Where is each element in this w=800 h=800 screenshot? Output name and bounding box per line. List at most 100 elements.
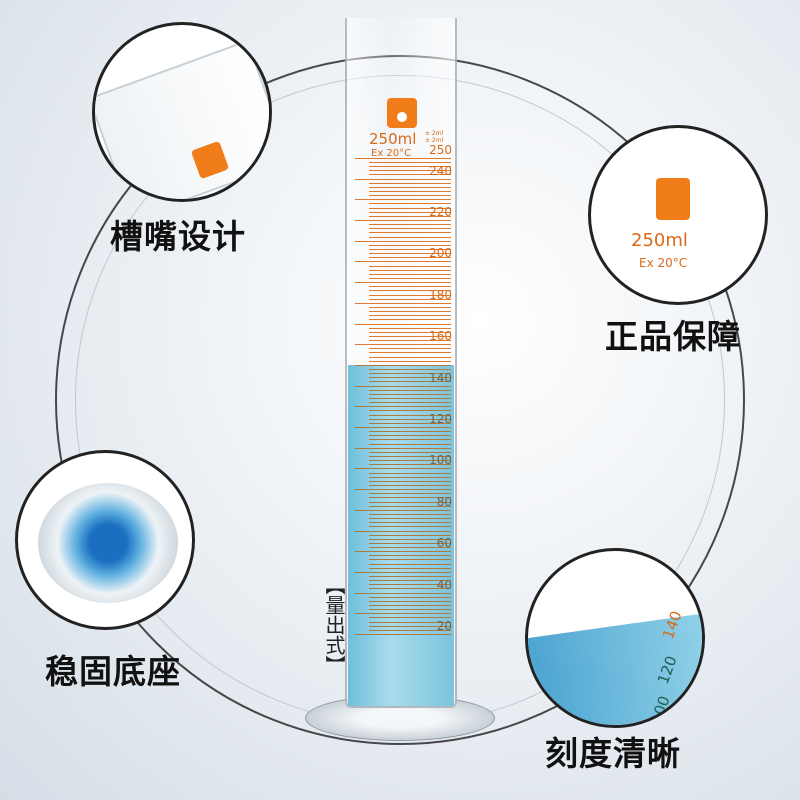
scale-tick bbox=[369, 580, 451, 582]
scale-tick bbox=[355, 447, 451, 449]
scale-tick bbox=[369, 584, 451, 586]
scale-tick bbox=[369, 547, 451, 549]
scale-number: 250 bbox=[429, 142, 452, 157]
scale-tick bbox=[369, 381, 451, 383]
scale-tick bbox=[355, 220, 451, 221]
scale-tick bbox=[369, 166, 451, 168]
scale-tick bbox=[369, 286, 451, 288]
scale-tick bbox=[355, 592, 451, 594]
scale-tick bbox=[369, 542, 451, 544]
scale-tick bbox=[355, 634, 451, 635]
scale-tick bbox=[369, 567, 451, 569]
scale-tick bbox=[369, 348, 451, 350]
scale-tick bbox=[369, 162, 451, 164]
scale-tick bbox=[369, 410, 451, 412]
scale-tick bbox=[369, 294, 451, 296]
scale-tick bbox=[369, 253, 451, 255]
scale-tick bbox=[369, 211, 451, 213]
scale-tick bbox=[369, 460, 451, 462]
scale-tick bbox=[369, 443, 451, 445]
scale-tick bbox=[369, 414, 451, 416]
scale-tick bbox=[369, 174, 451, 176]
inset-base bbox=[15, 450, 195, 630]
scale-tick bbox=[369, 559, 451, 561]
scale-tick bbox=[369, 203, 451, 205]
scale-tick bbox=[369, 186, 451, 188]
scale-tick bbox=[369, 191, 451, 193]
scale-tick bbox=[355, 468, 451, 470]
inset-brand: 250ml Ex 20°C bbox=[588, 125, 768, 305]
tolerance-bottom: ± 2ml bbox=[425, 137, 444, 144]
scale-tick bbox=[355, 323, 451, 325]
scale-tick bbox=[369, 576, 451, 578]
feature-label-base: 稳固底座 bbox=[45, 652, 181, 691]
scale-tick bbox=[369, 621, 451, 623]
scale-tick bbox=[369, 311, 451, 313]
scale-number: 20 bbox=[436, 619, 452, 633]
feature-label-scale: 刻度清晰 bbox=[545, 734, 681, 773]
scale-tick bbox=[369, 331, 451, 333]
scale-tick bbox=[355, 571, 451, 573]
tolerance-top: ± 2ml bbox=[425, 130, 444, 137]
scale-tick bbox=[369, 451, 451, 453]
scale-tick bbox=[369, 265, 451, 267]
scale-tick bbox=[369, 335, 451, 337]
scale-tick bbox=[369, 360, 451, 362]
scale-tick bbox=[369, 501, 451, 503]
scale-tick bbox=[369, 605, 451, 607]
scale-tick bbox=[355, 364, 451, 366]
scale-tick bbox=[369, 455, 451, 457]
scale-tick bbox=[369, 522, 451, 524]
scale-tick bbox=[369, 435, 451, 437]
scale-tick bbox=[369, 439, 451, 441]
scale-tick bbox=[369, 369, 451, 371]
scale-number: 120 bbox=[429, 412, 452, 426]
scale-tick bbox=[369, 526, 451, 528]
scale-number: 40 bbox=[436, 577, 452, 592]
scale-tick bbox=[369, 215, 451, 217]
scale-tick bbox=[369, 431, 451, 433]
scale-tick bbox=[369, 269, 451, 271]
scale-tick bbox=[355, 157, 451, 159]
scale-tick bbox=[369, 315, 451, 317]
scale-tick bbox=[355, 489, 451, 491]
scale-tick bbox=[369, 596, 451, 598]
scale-tick bbox=[369, 422, 451, 424]
scale-tick bbox=[369, 340, 451, 342]
inset-spout bbox=[92, 22, 272, 202]
scale-tick bbox=[369, 327, 451, 329]
scale-tick bbox=[355, 406, 451, 408]
scale-tick bbox=[369, 563, 451, 565]
scale-tick bbox=[369, 195, 451, 197]
scale-tick bbox=[369, 617, 451, 619]
scale-number: 80 bbox=[436, 494, 452, 509]
scale-tick bbox=[369, 244, 451, 246]
scale-tick bbox=[369, 224, 451, 226]
scale-tick bbox=[355, 240, 451, 242]
scale-number: 240 bbox=[429, 163, 452, 178]
scale-tick bbox=[369, 493, 451, 495]
scale-tick bbox=[369, 588, 451, 590]
type-label: 【量出式】 bbox=[322, 575, 346, 675]
scale-tick bbox=[369, 398, 451, 400]
feature-label-spout: 槽嘴设计 bbox=[110, 217, 246, 256]
scale-number: 140 bbox=[429, 370, 452, 385]
scale-tick bbox=[355, 178, 451, 180]
scale-number: 60 bbox=[436, 536, 452, 551]
scale-tick bbox=[369, 418, 451, 420]
scale-tick bbox=[369, 513, 451, 515]
capacity-label: 250ml bbox=[369, 130, 417, 148]
scale-tick bbox=[369, 393, 451, 395]
scale-tick bbox=[369, 625, 451, 627]
scale-tick bbox=[369, 352, 451, 354]
scale-tick bbox=[355, 385, 451, 387]
scale-tick bbox=[369, 600, 451, 602]
scale-tick bbox=[369, 476, 451, 478]
scale-tick bbox=[369, 356, 451, 358]
brand-logo bbox=[656, 178, 690, 220]
scale-tick bbox=[369, 629, 451, 631]
scale-tick bbox=[355, 551, 451, 553]
scale-tick bbox=[369, 273, 451, 275]
